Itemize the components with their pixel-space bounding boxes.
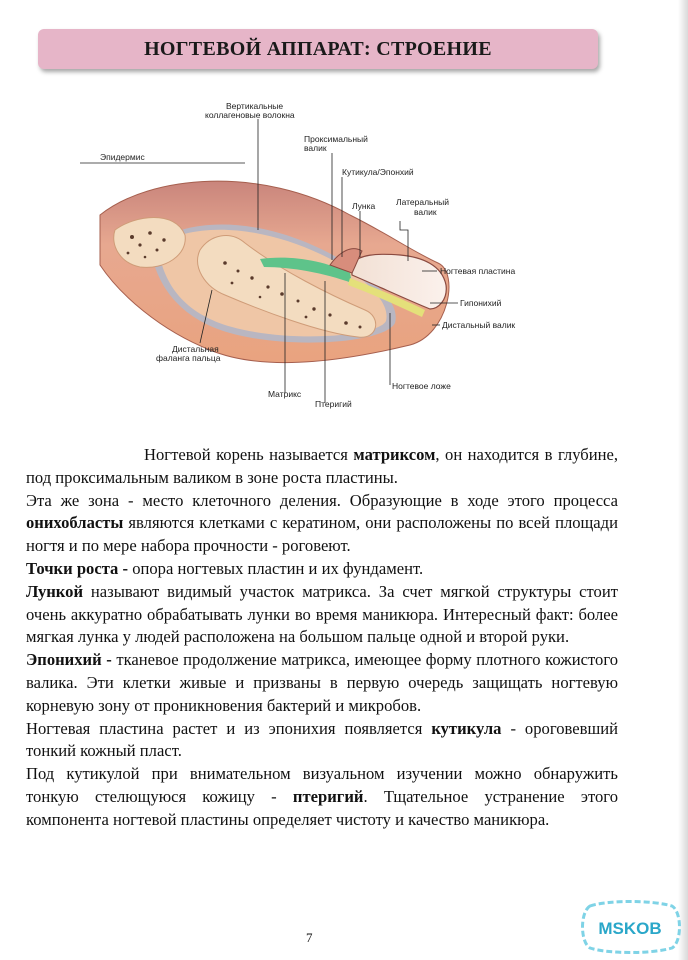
- matrix-zone: [260, 257, 352, 283]
- nail-bed-strip: [348, 278, 425, 317]
- label-lateral-fold-2: валик: [414, 207, 437, 217]
- label-nail-bed: Ногтевое ложе: [392, 381, 451, 391]
- label-lunula: Лунка: [352, 201, 376, 211]
- paragraph-onychoblasts: Эта же зона - место клеточного деления. …: [26, 490, 618, 556]
- label-vertical-fibers-1: Вертикальные: [226, 101, 283, 111]
- label-epidermis: Эпидермис: [100, 152, 145, 162]
- mskob-logo: MSKOB: [581, 900, 681, 954]
- label-matrix: Матрикс: [268, 389, 302, 399]
- nail-anatomy-diagram: Вертикальные коллагеновые волокна Эпидер…: [80, 101, 515, 409]
- label-distal-phalanx-2: фаланга пальца: [156, 353, 221, 363]
- title-banner: НОГТЕВОЙ АППАРАТ: СТРОЕНИЕ: [38, 29, 598, 69]
- leader-lines: [80, 119, 458, 403]
- label-proximal-fold-1: Проксимальный: [304, 134, 368, 144]
- nail-plate: [351, 253, 447, 310]
- paragraph-lunula: Лункой называют видимый участок матрикса…: [26, 581, 618, 647]
- label-vertical-fibers-2: коллагеновые волокна: [205, 110, 295, 120]
- label-proximal-fold-2: валик: [304, 143, 327, 153]
- label-hyponychium: Гипонихий: [460, 298, 502, 308]
- page-edge-shadow: [678, 0, 688, 960]
- paragraph-pterygium: Под кутикулой при внимательном визуально…: [26, 764, 618, 829]
- label-cuticle: Кутикула/Эпонхий: [342, 167, 414, 177]
- paragraph-eponychium: Эпонихий - тканевое продолжение матрикса…: [26, 650, 619, 715]
- label-distal-phalanx-1: Дистальная: [172, 344, 219, 354]
- middle-phalanx: [113, 217, 186, 268]
- paragraph-matrix: Ногтевой корень называется матриксом, он…: [26, 445, 619, 487]
- distal-phalanx-bone: [197, 235, 377, 338]
- page-title: НОГТЕВОЙ АППАРАТ: СТРОЕНИЕ: [144, 37, 492, 60]
- label-nail-plate: Ногтевая пластина: [440, 266, 515, 276]
- proximal-fold: [329, 248, 363, 274]
- logo-text: MSKOB: [598, 919, 661, 938]
- label-lateral-fold-1: Латеральный: [396, 197, 449, 207]
- body-text: Ногтевой корень называется матриксом, он…: [26, 444, 618, 832]
- paragraph-cuticle: Ногтевая пластина растет и из эпонихия п…: [26, 718, 618, 761]
- bone-marrow-dots: [126, 231, 362, 329]
- page-number: 7: [306, 930, 313, 945]
- label-distal-fold: Дистальный валик: [442, 320, 515, 330]
- paragraph-growth-points: Точки роста - опора ногтевых пластин и и…: [26, 558, 424, 578]
- label-pterygium: Птеригий: [315, 399, 352, 409]
